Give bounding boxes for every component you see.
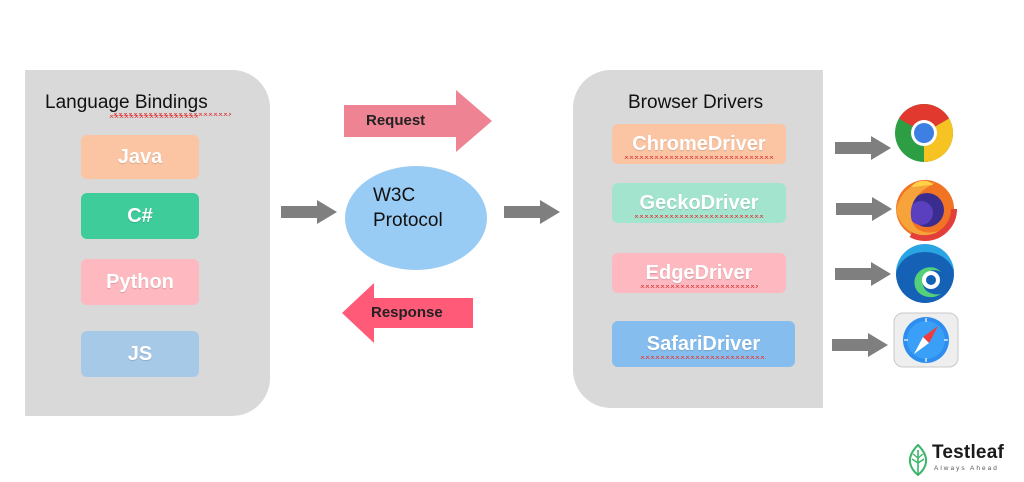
- arrow-to-safari: [832, 333, 888, 357]
- leaf-icon: [909, 444, 927, 476]
- logo-name: Testleaf: [932, 442, 1004, 463]
- safari-icon: [893, 312, 959, 368]
- language-bindings-title: Language Bindings: [45, 92, 208, 118]
- binding-csharp: C#: [81, 193, 199, 239]
- protocol-line2: Protocol: [373, 210, 443, 231]
- binding-java: Java: [81, 135, 199, 179]
- binding-js: JS: [81, 331, 199, 377]
- driver-safari: SafariDriver: [612, 321, 795, 367]
- response-arrow: [342, 283, 473, 343]
- bindings-title-squiggle: [113, 113, 231, 116]
- arrow-to-chrome: [835, 136, 891, 160]
- response-label: Response: [371, 304, 443, 321]
- browser-drivers-title: Browser Drivers: [628, 92, 764, 113]
- w3c-protocol-node: W3C Protocol: [345, 166, 487, 270]
- request-arrow: [344, 90, 492, 152]
- safari-driver-squiggle: [640, 356, 766, 359]
- edge-icon: [895, 243, 954, 303]
- chrome-icon: [895, 104, 953, 162]
- firefox-icon: [893, 177, 957, 241]
- arrow-to-edge: [835, 262, 891, 286]
- testleaf-logo: Testleaf Always Ahead: [906, 442, 1016, 478]
- protocol-line1: W3C: [373, 185, 416, 206]
- binding-python: Python: [81, 259, 199, 305]
- arrow-to-drivers: [504, 200, 560, 224]
- arrow-to-protocol: [281, 200, 337, 224]
- arrow-to-firefox: [836, 197, 892, 221]
- gecko-driver-squiggle: [634, 215, 764, 218]
- chrome-driver-squiggle: [624, 156, 774, 159]
- logo-tagline: Always Ahead: [934, 465, 999, 472]
- request-label: Request: [366, 112, 426, 129]
- edge-driver-squiggle: [640, 285, 758, 288]
